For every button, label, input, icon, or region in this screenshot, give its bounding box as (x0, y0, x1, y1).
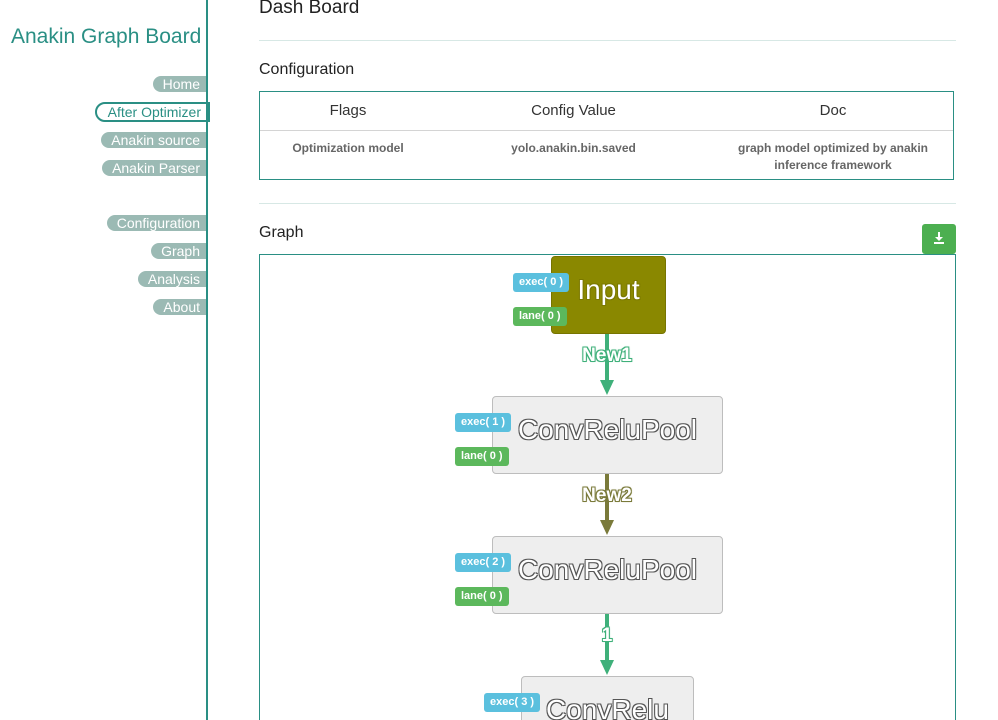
table-header-row: Flags Config Value Doc (260, 92, 953, 131)
table-cell-config-value: yolo.anakin.bin.saved (511, 141, 636, 155)
edge-label-1: 1 (601, 625, 613, 646)
node-label: ConvReluPool (518, 414, 697, 445)
brand-title: Anakin Graph Board (11, 25, 202, 48)
graph-node-input[interactable]: Input (551, 256, 666, 334)
table-header-doc: Doc (819, 102, 847, 119)
configuration-title: Configuration (259, 61, 355, 78)
download-icon (934, 232, 944, 244)
sidebar: Anakin Graph Board Home After Optimizer … (0, 0, 210, 720)
graph-canvas[interactable]: New1 New2 1 Input exec( 0 ) lane( 0 ) Co… (259, 254, 956, 720)
download-button[interactable] (922, 224, 956, 254)
table-cell-doc: graph model optimized by anakin inferenc… (737, 141, 929, 172)
table-header-flags: Flags (329, 102, 367, 119)
nav-after-optimizer[interactable]: After Optimizer (94, 102, 210, 122)
edge-1 (600, 614, 614, 675)
nav-home[interactable]: Home (152, 76, 206, 92)
edge-new1 (600, 334, 614, 395)
node-label: ConvRelu (546, 694, 669, 720)
graph-node-convrelupool-2[interactable]: ConvReluPool (492, 536, 723, 614)
lane-badge: lane( 0 ) (455, 587, 509, 606)
nav-graph[interactable]: Graph (151, 243, 206, 259)
graph-node-convrelupool-1[interactable]: ConvReluPool (492, 396, 723, 474)
nav-anakin-parser[interactable]: Anakin Parser (102, 160, 206, 176)
lane-badge: lane( 0 ) (513, 307, 567, 326)
edge-new2 (600, 474, 614, 535)
nav-analysis[interactable]: Analysis (137, 271, 206, 287)
exec-badge: exec( 3 ) (484, 693, 541, 712)
edge-label-new1: New1 (582, 345, 632, 366)
exec-badge: exec( 0 ) (513, 273, 570, 292)
table-cell-flag: Optimization model (292, 141, 404, 155)
divider (259, 203, 956, 204)
nav-configuration[interactable]: Configuration (106, 215, 206, 231)
graph-edges (600, 334, 614, 675)
exec-badge: exec( 1 ) (455, 413, 512, 432)
sidebar-divider (206, 0, 208, 720)
node-label: Input (577, 274, 640, 305)
lane-badge: lane( 0 ) (455, 447, 509, 466)
edge-label-new2: New2 (582, 485, 632, 506)
node-label: ConvReluPool (518, 554, 697, 585)
nav-anakin-source[interactable]: Anakin source (101, 132, 206, 148)
graph-node-convrelu[interactable]: ConvRelu (521, 676, 694, 720)
configuration-table: Flags Config Value Doc Optimization mode… (259, 91, 954, 180)
table-header-config-value: Config Value (531, 102, 616, 119)
nav-about[interactable]: About (153, 299, 206, 315)
divider (259, 40, 956, 41)
page-title: Dash Board (259, 0, 360, 18)
graph-title: Graph (259, 224, 304, 241)
exec-badge: exec( 2 ) (455, 553, 512, 572)
